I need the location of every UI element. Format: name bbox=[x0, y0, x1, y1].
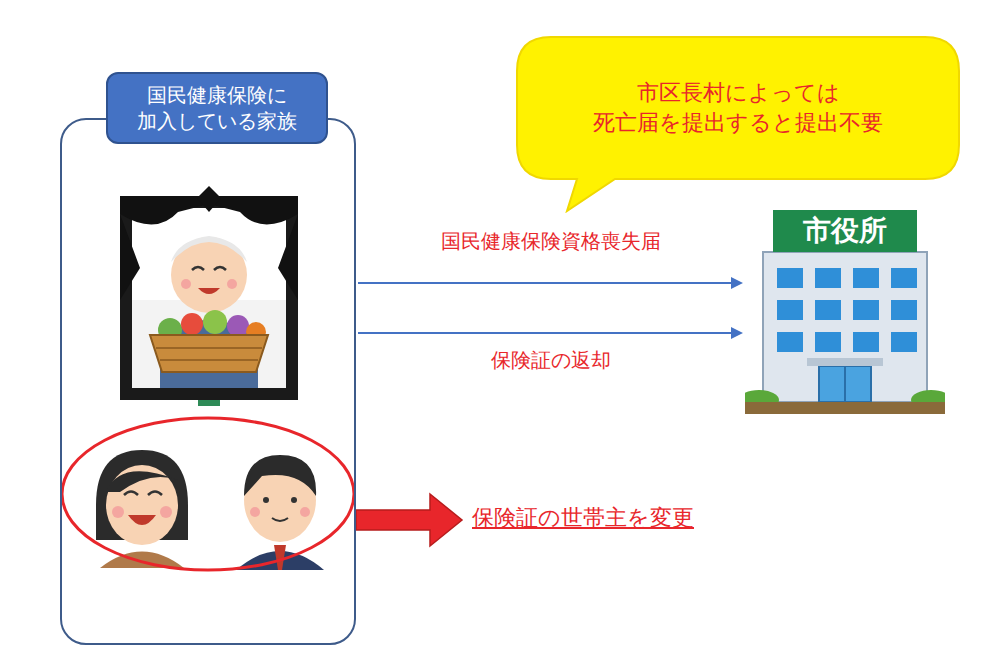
city-hall-building: 市役所 bbox=[745, 210, 945, 416]
bubble-text-line: 市区長村によっては 死亡届を提出すると提出不要 bbox=[525, 78, 951, 137]
arrow-shaft bbox=[358, 282, 733, 284]
bubble-text: 市区長村によっては 死亡届を提出すると提出不要 bbox=[525, 35, 951, 181]
man-figure bbox=[236, 455, 324, 570]
block-arrow bbox=[356, 494, 462, 546]
city-hall-sign: 市役所 bbox=[773, 210, 917, 252]
memorial-portrait bbox=[120, 186, 298, 406]
arrow-head bbox=[731, 277, 743, 289]
arrow-head bbox=[731, 327, 743, 339]
flow-arrow bbox=[358, 277, 743, 289]
action-label: 保険証の世帯主を変更 bbox=[472, 503, 694, 533]
edge-label: 国民健康保険資格喪失届 bbox=[437, 228, 665, 255]
arrow-shaft bbox=[358, 332, 733, 334]
flow-arrow bbox=[358, 327, 743, 339]
highlight-ellipse bbox=[62, 418, 354, 570]
group-heading: 国民健康保険に 加入している家族 bbox=[106, 72, 328, 144]
edge-label: 保険証の返却 bbox=[487, 347, 615, 374]
family-group-box: 国民健康保険に 加入している家族 bbox=[60, 118, 356, 645]
speech-bubble: 市区長村によっては 死亡届を提出すると提出不要 bbox=[515, 35, 961, 213]
